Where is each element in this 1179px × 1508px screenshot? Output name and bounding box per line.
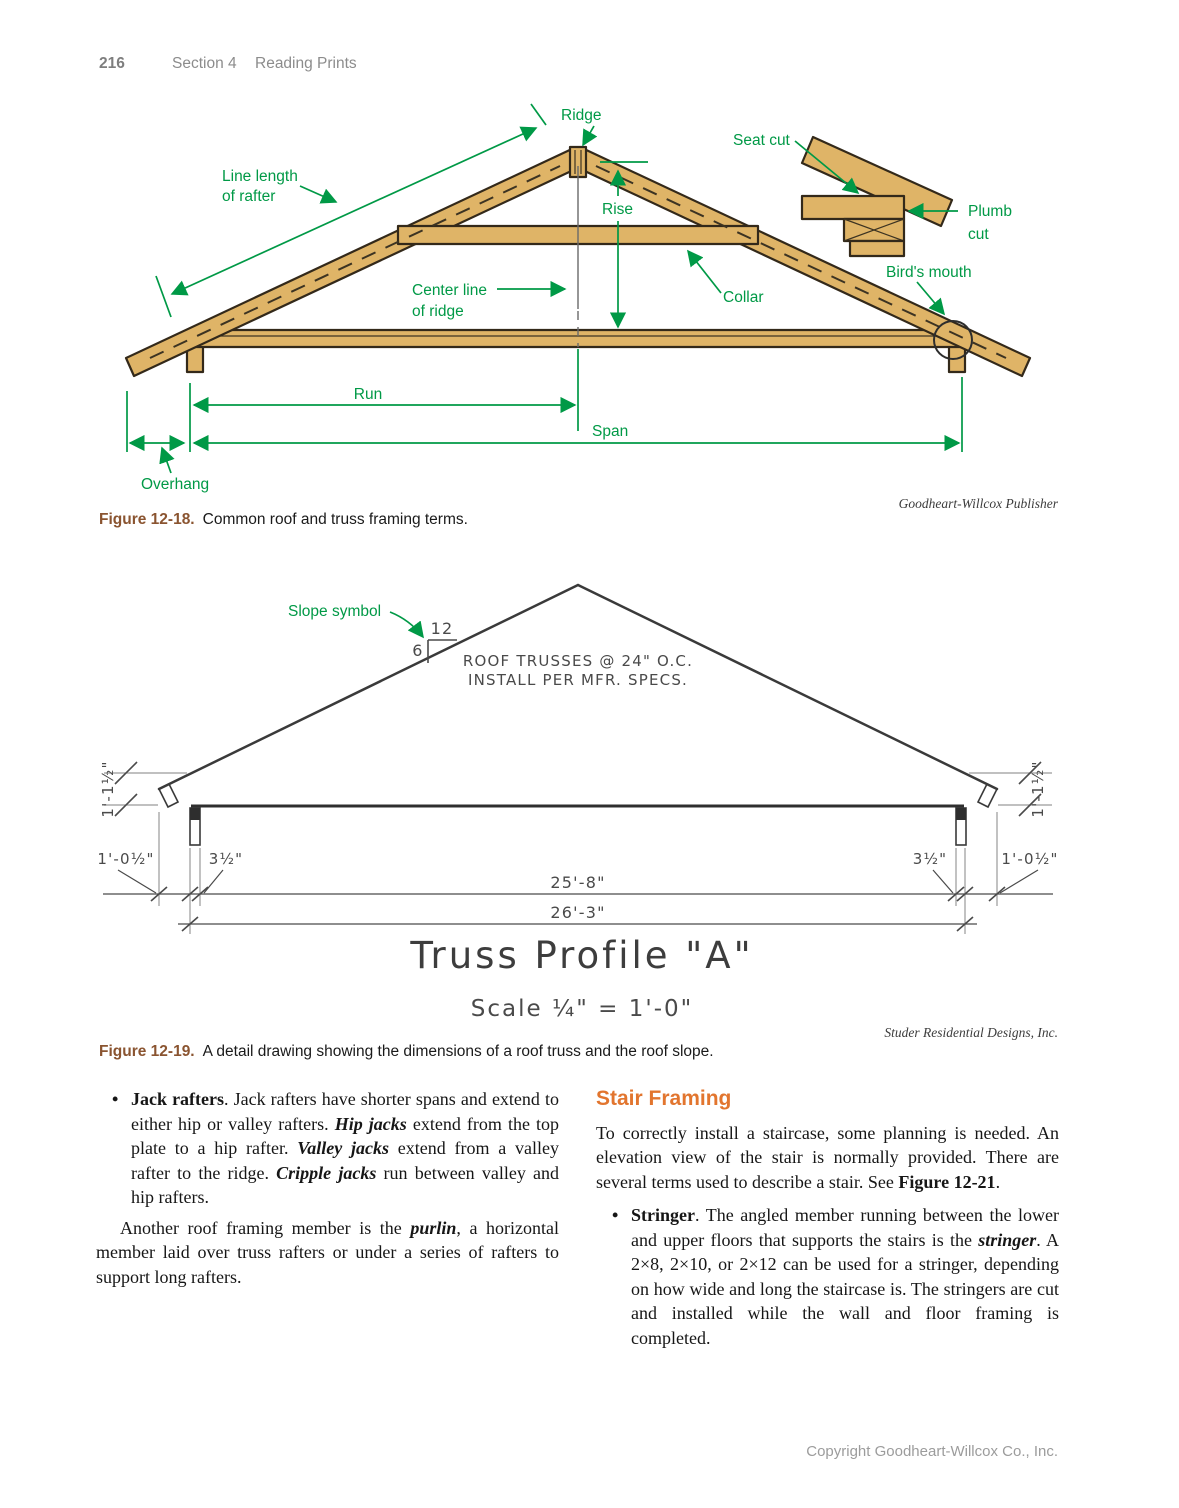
left-stud-hatch	[190, 808, 200, 820]
overhang-dim-left: 1'-0½"	[97, 850, 154, 868]
run-label: Run	[354, 386, 382, 403]
birds-mouth-inset-detail	[800, 135, 954, 258]
text-run: extend from a valley rafter to the ridge…	[131, 1138, 559, 1183]
figure-12-18-drawing: Ridge Line length of rafter Rise Seat cu…	[124, 103, 1032, 493]
text-run: Figure 12-21	[898, 1171, 996, 1192]
truss-note-line-1: ROOF TRUSSES @ 24" O.C.	[463, 652, 693, 670]
bullet-marker: •	[112, 1089, 119, 1109]
inset-top-plate	[800, 194, 906, 221]
overhang-dim-right: 1'-0½"	[1001, 850, 1058, 868]
left-fascia	[157, 782, 180, 809]
bottom-chord	[185, 328, 965, 349]
text-run: stringer	[978, 1229, 1037, 1250]
figure-12-19-drawing: 12 6 Slope symbol ROOF TRUSSES @ 24" O.C…	[97, 583, 1058, 1022]
stair-framing-heading: Stair Framing	[596, 1087, 732, 1110]
caption-label: Figure 12-19.	[99, 1043, 195, 1060]
figure-12-19-caption: Figure 12-19. A detail drawing showing th…	[99, 1043, 714, 1061]
inset-stud	[848, 239, 906, 258]
header-title: Reading Prints	[255, 55, 357, 72]
page-number: 216	[99, 55, 125, 72]
text-run: Hip jacks	[334, 1113, 407, 1134]
ridge-label: Ridge	[561, 107, 602, 124]
text-run: To correctly install a staircase, some p…	[596, 1122, 1059, 1192]
overhang-label: Overhang	[141, 476, 209, 493]
text-run: Another roof framing member is the	[120, 1217, 411, 1238]
truss-profile-outline	[157, 583, 999, 846]
collar-label: Collar	[723, 289, 763, 306]
copyright-text: Copyright Goodheart-Willcox Co., Inc.	[806, 1443, 1058, 1460]
heel-dim-right: 1'-1½"	[1029, 760, 1047, 817]
center-line-label-1: Center line	[412, 282, 487, 299]
line-length-label-2: of rafter	[222, 188, 275, 205]
copyright-footer: Copyright Goodheart-Willcox Co., Inc.	[806, 1443, 1058, 1460]
birds-mouth-circle	[933, 320, 973, 360]
right-text-column: Stair Framing To correctly install a sta…	[596, 1087, 1059, 1350]
green-annotations: Ridge Line length of rafter Rise Seat cu…	[126, 103, 1012, 493]
left-text-column: • Jack rafters. Jack rafters have shorte…	[96, 1087, 559, 1289]
caption-text: A detail drawing showing the dimensions …	[202, 1043, 714, 1060]
bullet-marker: •	[612, 1205, 619, 1225]
line-length-label-1: Line length	[222, 168, 298, 185]
text-run: . Jack rafters have shorter spans and ex…	[131, 1089, 559, 1134]
purlin-paragraph: Another roof framing member is the purli…	[96, 1216, 559, 1290]
dimension-ticks	[150, 886, 1006, 902]
birds-mouth-label: Bird's mouth	[886, 264, 972, 281]
text-run: extend from the top plate to a hip rafte…	[131, 1113, 560, 1159]
slope-symbol: 12 6	[412, 619, 457, 663]
right-fascia	[976, 782, 999, 809]
heel-height-dimensions: 1'-1½" 1'-1½"	[99, 760, 1052, 818]
text-run: Stringer	[631, 1205, 695, 1225]
caption-text: Common roof and truss framing terms.	[202, 511, 468, 528]
slope-run-value: 12	[431, 619, 454, 638]
text-run: .	[995, 1171, 1001, 1192]
slope-rise-value: 6	[412, 641, 423, 660]
truss-profile-title: Truss Profile "A"	[409, 934, 753, 977]
seat-cut-label: Seat cut	[733, 132, 791, 149]
text-run: , a horizontal member laid over truss ra…	[96, 1217, 559, 1287]
text-run: . A 2×8, 2×10, or 2×12 can be used for a…	[631, 1229, 1059, 1348]
jack-rafters-list-item: • Jack rafters. Jack rafters have shorte…	[96, 1087, 559, 1210]
span-label: Span	[592, 423, 628, 440]
text-run: Valley jacks	[297, 1138, 389, 1158]
slope-symbol-label: Slope symbol	[288, 603, 381, 620]
line-length-dimension	[170, 126, 538, 296]
rise-label: Rise	[602, 201, 633, 218]
right-stud-hatch	[956, 808, 966, 820]
text-run: Cripple jacks	[276, 1162, 377, 1183]
center-line-label-2: of ridge	[412, 303, 464, 320]
outer-span-dim: 26'-3"	[550, 903, 605, 922]
truss-profile-scale: Scale ¼" = 1'-0"	[471, 996, 693, 1022]
plumb-cut-label-2: cut	[968, 226, 989, 243]
credit-text: Goodheart-Willcox Publisher	[898, 496, 1058, 511]
text-run: run between valley and hip rafters.	[131, 1162, 560, 1208]
figure-12-18-credit: Goodheart-Willcox Publisher	[899, 496, 1058, 512]
wall-dim-left: 3½"	[209, 850, 244, 868]
heel-dim-left: 1'-1½"	[99, 760, 117, 817]
text-run: purlin	[410, 1217, 457, 1238]
span-dimensions: 1'-0½" 3½" 3½" 1'-0½" 25'-8" 26'-3"	[97, 812, 1058, 934]
truss-note-line-2: INSTALL PER MFR. SPECS.	[468, 671, 688, 689]
stringer-list-item: • Stringer. The angled member running be…	[596, 1203, 1059, 1350]
right-roof-slope	[576, 583, 999, 791]
header-section: Section 4	[172, 55, 237, 72]
text-run: . The angled member running between the …	[631, 1205, 1059, 1250]
figure-12-18-caption: Figure 12-18. Common roof and truss frami…	[99, 511, 468, 529]
wall-dim-right: 3½"	[913, 850, 948, 868]
text-run: Jack rafters	[131, 1089, 225, 1109]
credit-text: Studer Residential Designs, Inc.	[884, 1025, 1058, 1040]
inner-span-dim: 25'-8"	[550, 873, 605, 892]
plumb-cut-label-1: Plumb	[968, 203, 1012, 220]
caption-label: Figure 12-18.	[99, 511, 195, 528]
left-roof-slope	[157, 583, 580, 791]
stair-framing-intro: To correctly install a staircase, some p…	[596, 1121, 1059, 1195]
figure-12-19-credit: Studer Residential Designs, Inc.	[884, 1025, 1058, 1041]
